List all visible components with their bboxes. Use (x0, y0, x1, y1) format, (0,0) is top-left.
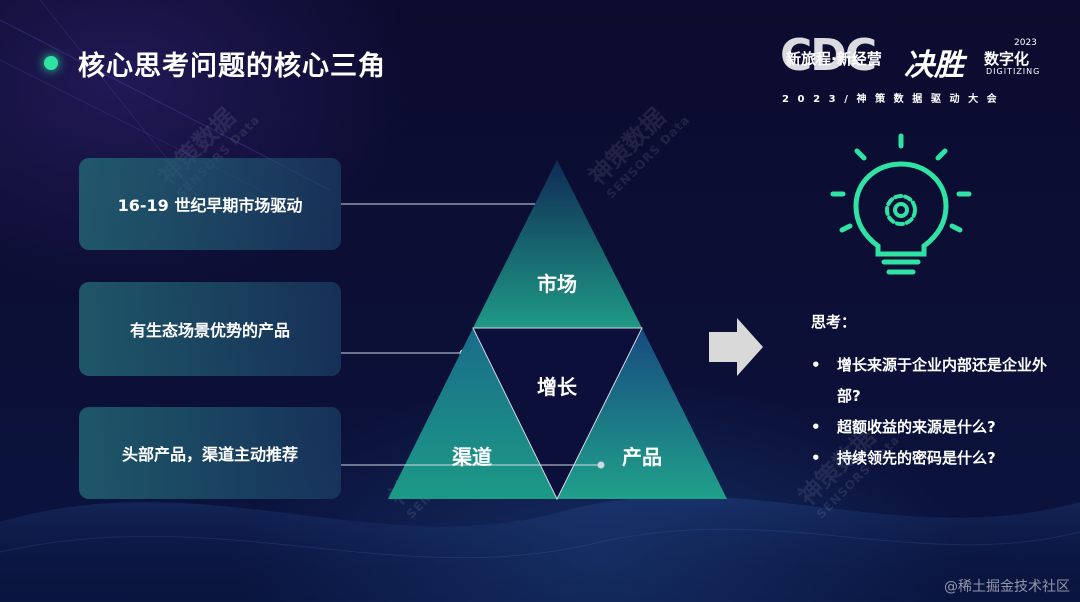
label-product: 产品 (622, 445, 662, 469)
stage-label: 头部产品，渠道主动推荐 (121, 445, 298, 464)
stage-box-channel: 头部产品，渠道主动推荐 (79, 407, 341, 499)
label-channel: 渠道 (452, 445, 492, 469)
logo-conference: 2023/神策数据驱动大会 (782, 94, 1006, 105)
list-item: •超额收益的来源是什么? (811, 412, 1051, 443)
bullet-icon: • (811, 449, 821, 467)
list-item: •增长来源于企业内部还是企业外部? (811, 350, 1051, 412)
stage-box-market: 16-19 世纪早期市场驱动 (79, 158, 341, 250)
label-growth: 增长 (537, 375, 578, 399)
lightbulb-gear-icon (830, 133, 972, 275)
footer-watermark: @稀土掘金技术社区 (944, 579, 1070, 595)
bullet-icon: • (811, 418, 821, 436)
stage-label: 有生态场景优势的产品 (129, 321, 290, 340)
label-market: 市场 (537, 272, 577, 296)
logo-digitize: 数字化 (984, 50, 1030, 68)
event-logo: CDC 新旅程·新经营 决胜 数字化 2023 DIGITIZING 2023/… (780, 34, 1042, 108)
triangle-product (557, 328, 727, 499)
page-title: 核心思考问题的核心三角 (78, 51, 386, 82)
logo-slogan: 新旅程·新经营 (786, 50, 882, 68)
logo-year: 2023 (1014, 38, 1037, 48)
right-arrow-icon (709, 318, 763, 376)
triangle-market (473, 160, 642, 328)
background-wave (0, 496, 1080, 602)
connector-dot (597, 461, 605, 469)
logo-decide: 决胜 (904, 48, 964, 83)
bullet-icon: • (811, 356, 821, 374)
triangle-channel (388, 328, 557, 499)
stage-box-product: 有生态场景优势的产品 (79, 282, 341, 376)
logo-digitize-en: DIGITIZING (986, 67, 1041, 76)
list-item: •持续领先的密码是什么? (811, 443, 1051, 474)
thinking-list: •增长来源于企业内部还是企业外部? •超额收益的来源是什么? •持续领先的密码是… (811, 350, 1051, 474)
logo-cdc: CDC (780, 30, 877, 81)
thinking-heading: 思考： (811, 313, 857, 331)
stage-label: 16-19 世纪早期市场驱动 (117, 196, 303, 215)
title-bullet-icon (44, 56, 58, 70)
triangle-growth (472, 327, 643, 501)
